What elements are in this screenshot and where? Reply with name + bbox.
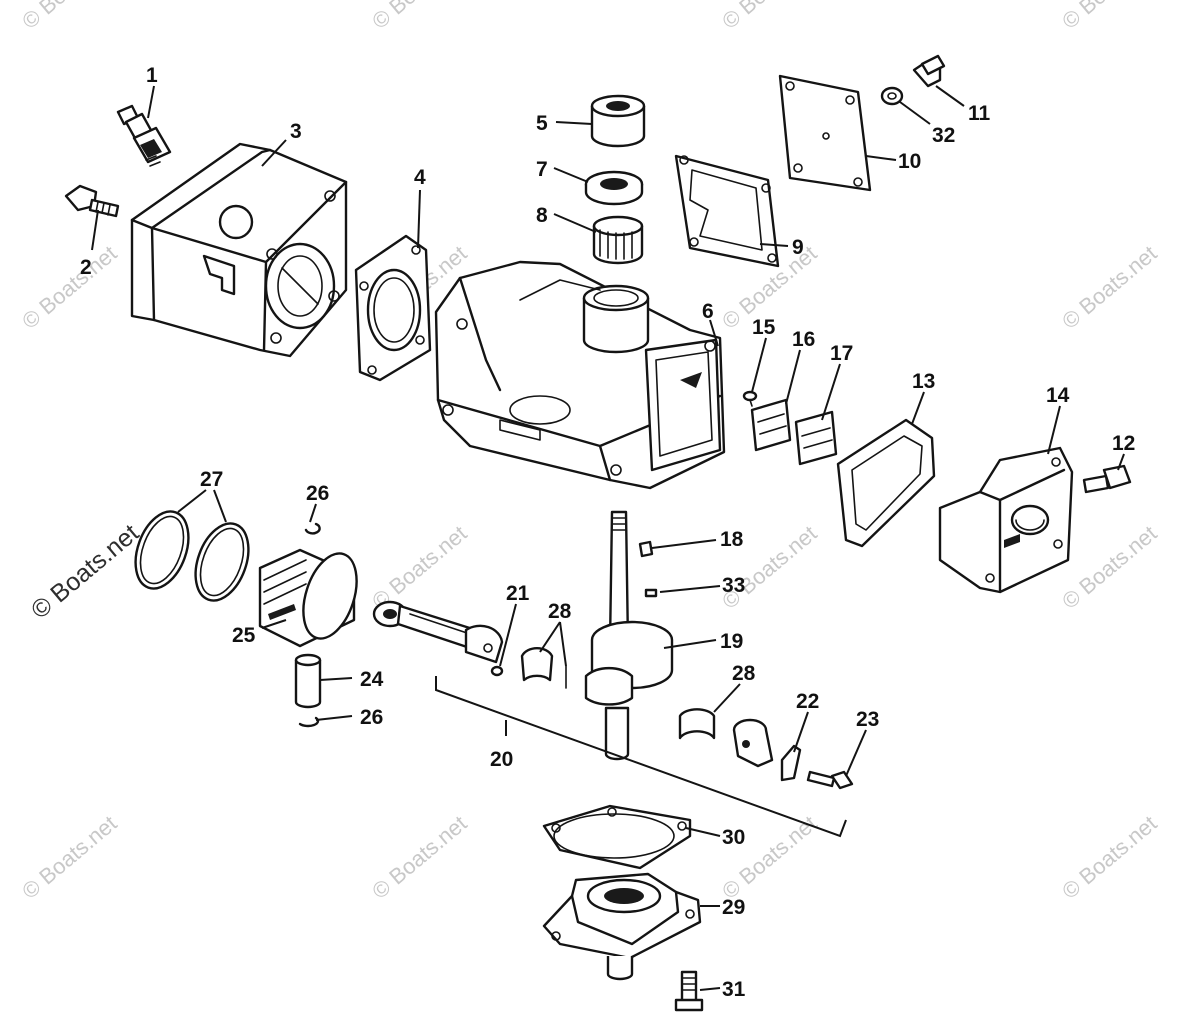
callout-22: 22	[796, 690, 819, 713]
callout-23: 23	[856, 708, 879, 731]
callout-12: 12	[1112, 432, 1135, 455]
part-bottom-bolt[interactable]	[674, 970, 704, 1012]
watermark: © Boats.net	[17, 0, 121, 34]
watermark: © Boats.net	[1057, 0, 1161, 34]
callout-19: 19	[720, 630, 743, 653]
callout-4: 4	[414, 166, 426, 189]
watermark: © Boats.net	[17, 241, 121, 334]
callout-25: 25	[232, 624, 256, 647]
callout-29: 29	[722, 896, 745, 919]
part-rod-screw[interactable]	[806, 770, 854, 790]
callout-17: 17	[830, 342, 853, 365]
part-bearing-housing[interactable]	[542, 872, 702, 981]
callout-14: 14	[1046, 384, 1070, 407]
part-piston[interactable]	[258, 547, 366, 648]
part-retainer-clip-top[interactable]	[304, 522, 321, 535]
part-reed-gasket[interactable]	[674, 154, 780, 268]
watermark: © Boats.net	[717, 0, 821, 34]
part-needle-bearing[interactable]	[592, 215, 644, 265]
part-washer[interactable]	[880, 86, 904, 106]
watermark: © Boats.net	[367, 811, 471, 904]
part-rod-cap[interactable]	[732, 718, 774, 768]
watermark: © Boats.net	[367, 521, 471, 614]
callout-16: 16	[792, 328, 815, 351]
part-crankcase[interactable]	[434, 260, 726, 490]
callout-2: 2	[80, 256, 92, 279]
callout-labels: 1 2 3 4 5 7 8 9 10 11 32 6 15 16 17 13 1…	[80, 64, 1135, 1001]
part-intake-gasket[interactable]	[836, 418, 936, 548]
callout-15: 15	[752, 316, 776, 339]
callout-33: 33	[722, 574, 745, 597]
watermark: © Boats.net	[1057, 811, 1161, 904]
part-intake-manifold[interactable]	[938, 446, 1074, 594]
part-seal[interactable]	[584, 170, 644, 206]
callout-28-upper: 28	[548, 600, 572, 623]
part-bushing[interactable]	[590, 94, 646, 148]
callout-24: 24	[360, 668, 384, 691]
part-manifold-bolt[interactable]	[1082, 464, 1132, 494]
part-piston-rings[interactable]	[126, 504, 258, 608]
callout-26-top: 26	[306, 482, 329, 505]
part-reed-stop[interactable]	[750, 398, 792, 452]
part-wrist-pin[interactable]	[294, 653, 322, 709]
callout-18: 18	[720, 528, 744, 551]
watermark: © Boats.net	[17, 811, 121, 904]
part-reed-screw[interactable]	[742, 390, 758, 407]
part-lock-plate[interactable]	[780, 744, 802, 782]
callout-5: 5	[536, 112, 548, 135]
part-pin-key[interactable]	[644, 588, 658, 598]
part-spark-plug[interactable]	[116, 104, 172, 167]
callout-8: 8	[536, 204, 548, 227]
part-cylinder-block[interactable]	[130, 142, 348, 358]
part-woodruff-key[interactable]	[638, 540, 654, 558]
callout-7: 7	[536, 158, 548, 181]
callout-11: 11	[968, 102, 991, 125]
callout-30: 30	[722, 826, 745, 849]
part-reed-valve[interactable]	[794, 410, 838, 466]
part-rod-roller[interactable]	[490, 665, 504, 677]
callout-27: 27	[200, 468, 223, 491]
watermark: © Boats.net	[367, 0, 471, 34]
part-bottom-gasket[interactable]	[542, 804, 692, 870]
part-retainer-clip-bottom[interactable]	[298, 716, 320, 728]
part-cylinder-bolt[interactable]	[64, 184, 120, 218]
part-bearing-cage-upper[interactable]	[520, 646, 567, 689]
callout-21: 21	[506, 582, 530, 605]
watermark-prominent: © Boats.net	[26, 519, 144, 625]
callout-3: 3	[290, 120, 302, 143]
part-cover-plate[interactable]	[778, 74, 872, 192]
callout-20: 20	[490, 748, 513, 771]
callout-13: 13	[912, 370, 935, 393]
callout-26-bottom: 26	[360, 706, 383, 729]
watermark: © Boats.net	[1057, 241, 1161, 334]
callout-32: 32	[932, 124, 955, 147]
callout-1: 1	[146, 64, 158, 87]
part-screw-top[interactable]	[912, 54, 946, 88]
callout-9: 9	[792, 236, 804, 259]
callout-31: 31	[722, 978, 746, 1001]
callout-28-lower: 28	[732, 662, 756, 685]
part-bearing-cage-lower[interactable]	[678, 708, 716, 740]
leader-lines	[91, 85, 1125, 991]
callout-10: 10	[898, 150, 921, 173]
callout-6: 6	[702, 300, 714, 323]
part-cylinder-gasket[interactable]	[354, 234, 432, 382]
group-bracket	[435, 676, 847, 838]
watermark: © Boats.net	[1057, 521, 1161, 614]
part-connecting-rod[interactable]	[372, 600, 504, 664]
part-crankshaft[interactable]	[584, 510, 674, 761]
